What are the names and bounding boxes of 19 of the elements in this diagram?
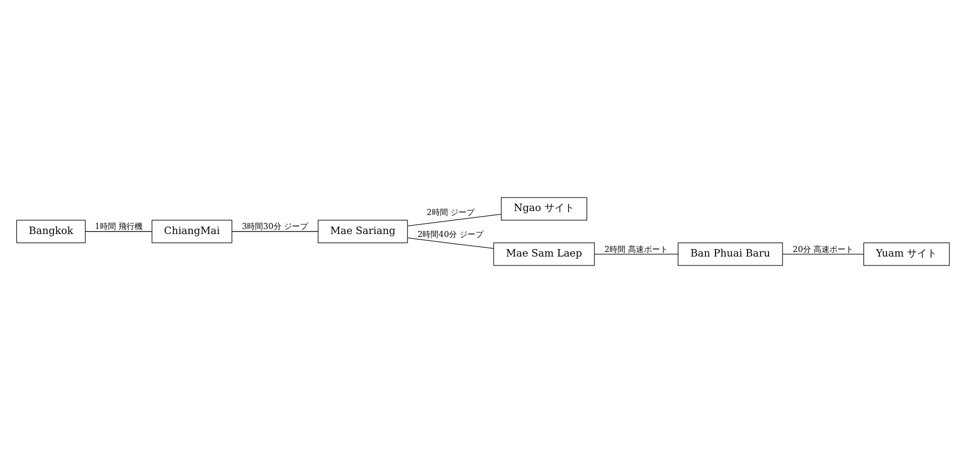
- node-box: Yuam サイト: [863, 242, 950, 266]
- connector: [782, 253, 864, 254]
- edge-label: 20分 高速ボート: [792, 243, 854, 254]
- node-box: Mae Sariang: [318, 219, 408, 243]
- connector: [407, 236, 494, 248]
- edge-label: 3時間30分 ジープ: [242, 220, 308, 231]
- edge-label: 2時間 ジープ: [426, 206, 474, 216]
- connector: [594, 253, 678, 254]
- connector: [232, 230, 318, 232]
- node-box: Ngao サイト: [500, 196, 588, 220]
- edge-label: 2時間 高速ボート: [604, 243, 668, 254]
- node-box: Mae Sam Laep: [493, 242, 595, 266]
- edge-label: 1時間 飛行機: [94, 220, 143, 231]
- node-box: ChiangMai: [152, 219, 232, 243]
- edge-label: 2時間40分 ジープ: [417, 228, 484, 238]
- connector: [407, 213, 502, 226]
- connector: [85, 230, 152, 232]
- node-box: Bangkok: [16, 219, 86, 243]
- node-box: Ban Phuai Baru: [678, 242, 783, 266]
